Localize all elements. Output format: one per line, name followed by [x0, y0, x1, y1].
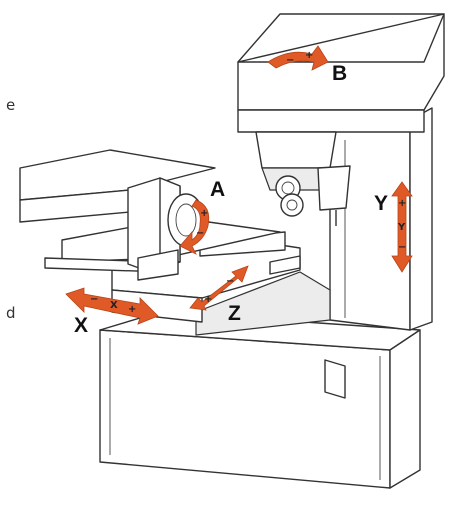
axis-y-label: Y	[374, 192, 388, 215]
axis-a-plus: +	[200, 208, 208, 219]
axis-b-arrow: − +	[267, 45, 329, 71]
machine-column	[329, 107, 433, 331]
axis-y-plus: +	[398, 198, 406, 209]
axis-b-plus: +	[305, 50, 313, 61]
axis-b-minus: −	[286, 55, 294, 66]
axis-y-arrow: + Y −	[391, 181, 413, 273]
cropped-text-bottom: d	[6, 304, 16, 322]
cropped-text-top: e	[6, 96, 16, 114]
axis-y-minus: −	[398, 242, 406, 253]
machine-base	[99, 311, 421, 489]
axis-z-plus: +	[204, 294, 212, 305]
axis-x-mid: X	[110, 300, 118, 311]
axis-x-arrow: − X +	[65, 287, 159, 325]
axis-a-minus: −	[196, 228, 204, 239]
axis-z-label: Z	[228, 302, 241, 325]
axis-a-arrow: + −	[179, 199, 210, 255]
axis-b-label: B	[332, 62, 347, 85]
axis-a-label: A	[210, 178, 225, 201]
axis-z-minus: −	[226, 276, 234, 287]
axis-x-plus: +	[128, 304, 136, 315]
axis-y-mid: Y	[397, 222, 406, 233]
table-slide	[111, 231, 331, 336]
axis-z-arrow: + −	[189, 265, 249, 311]
spindle-head	[237, 13, 445, 226]
axis-x-minus: −	[90, 294, 98, 305]
axis-x-label: X	[74, 314, 88, 337]
